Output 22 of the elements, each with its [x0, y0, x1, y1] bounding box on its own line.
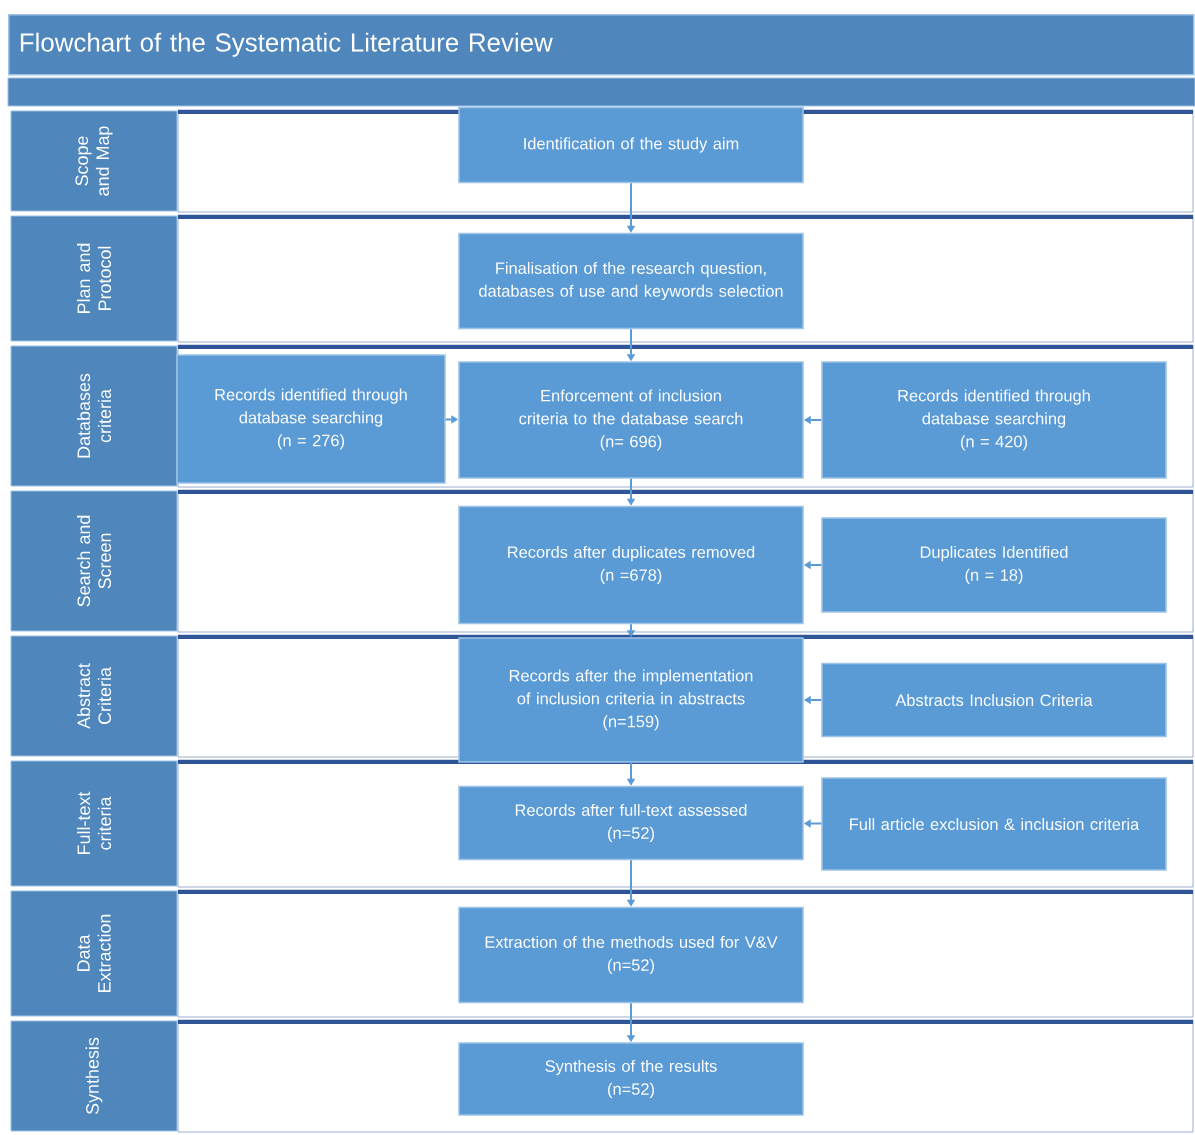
- process-box: Records identified through database searching (n = 276): [176, 354, 446, 484]
- process-box: Enforcement of inclusion criteria to the database search (n= 696): [458, 361, 804, 479]
- process-box: Extraction of the methods used for V&V (n=52): [458, 906, 804, 1004]
- process-box: Abstracts Inclusion Criteria: [821, 662, 1167, 738]
- lane-header: Search and Screen: [10, 490, 178, 632]
- process-box: Synthesis of the results (n=52): [458, 1042, 804, 1116]
- process-box: Records after duplicates removed (n =678): [458, 505, 804, 625]
- process-box: Records after full-text assessed (n=52): [458, 785, 804, 861]
- lane-header: Scope and Map: [10, 110, 178, 212]
- lane-header: Synthesis: [10, 1020, 178, 1132]
- process-box: Identification of the study aim: [458, 106, 804, 184]
- process-box: Finalisation of the research question, databases of use and keywords selection: [458, 232, 804, 330]
- lane-header: Databases criteria: [10, 345, 178, 487]
- process-box: Duplicates Identified (n = 18): [821, 517, 1167, 613]
- lane-header: Data Extraction: [10, 890, 178, 1017]
- title-band: Flowchart of the Systematic Literature Review: [8, 14, 1195, 76]
- process-box: Records identified through database searching (n = 420): [821, 361, 1167, 479]
- lane-header: Plan and Protocol: [10, 215, 178, 342]
- process-box: Records after the implementation of inclusion criteria in abstracts (n=159): [458, 637, 804, 763]
- lane-header: Full-text criteria: [10, 760, 178, 887]
- lane-header: Abstract Criteria: [10, 635, 178, 757]
- process-box: Full article exclusion & inclusion criteria: [821, 777, 1167, 871]
